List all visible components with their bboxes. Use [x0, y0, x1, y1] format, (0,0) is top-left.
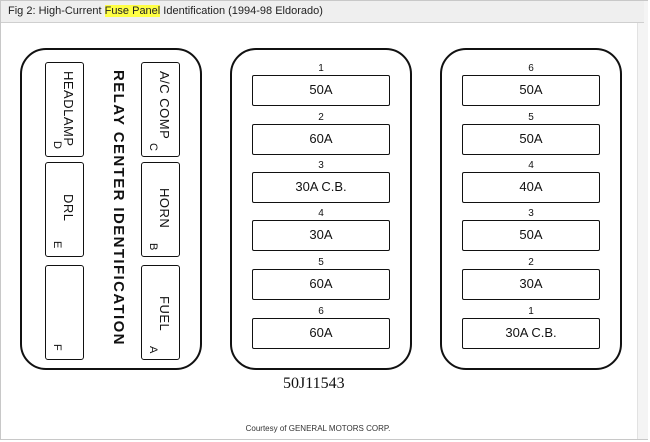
relay-horn: HORN B	[141, 162, 180, 257]
fuse-slot: 30A C.B.	[462, 318, 600, 349]
relay-fuel: FUEL A	[141, 265, 180, 360]
fuse-panel-left: 1 50A 2 60A 3 30A C.B. 4 30A 5 60A 6 60A	[230, 48, 412, 370]
fuse-number: 3	[528, 208, 534, 219]
fuse-slot: 50A	[462, 75, 600, 106]
part-number: 50J11543	[283, 375, 345, 392]
relay-name: HEADLAMP	[61, 71, 76, 147]
fuse-panel-right: 6 50A 5 50A 4 40A 3 50A 2 30A 1 30A C.B.	[440, 48, 622, 370]
title-suffix: Identification (1994-98 Eldorado)	[160, 5, 323, 17]
relay-letter: A	[147, 346, 159, 354]
relay-letter: D	[51, 141, 63, 149]
fuse-slot: 60A	[252, 269, 390, 300]
scrollbar[interactable]	[637, 1, 648, 439]
relay-center-label: RELAY CENTER IDENTIFICATION	[110, 70, 127, 346]
relay-drl: DRL E	[45, 162, 84, 257]
fuse-number: 3	[318, 160, 324, 171]
relay-ac-comp: A/C COMP C	[141, 62, 180, 157]
relay-name: DRL	[61, 194, 76, 222]
fuse-number: 6	[318, 306, 324, 317]
fuse-number: 6	[528, 63, 534, 74]
title-prefix: Fig 2: High-Current	[8, 5, 105, 17]
relay-name: HORN	[157, 188, 172, 229]
relay-letter: B	[147, 243, 159, 251]
relay-center-panel: HEADLAMP D DRL E F RELAY CENTER IDENTIFI…	[20, 48, 202, 370]
fuse-slot: 30A	[462, 269, 600, 300]
fuse-number: 1	[528, 306, 534, 317]
fuse-slot: 50A	[462, 124, 600, 155]
fuse-number: 4	[318, 208, 324, 219]
courtesy-credit: Courtesy of GENERAL MOTORS CORP.	[245, 424, 391, 433]
fuse-slot: 30A	[252, 220, 390, 251]
fuse-number: 4	[528, 160, 534, 171]
relay-name: A/C COMP	[157, 71, 172, 140]
relay-letter: E	[51, 241, 63, 249]
fuse-slot: 40A	[462, 172, 600, 203]
fuse-number: 2	[318, 112, 324, 123]
figure-title: Fig 2: High-Current Fuse Panel Identific…	[1, 1, 644, 23]
relay-f: F	[45, 265, 84, 360]
relay-name: FUEL	[157, 296, 172, 332]
fuse-number: 5	[528, 112, 534, 123]
fuse-number: 2	[528, 257, 534, 268]
fuse-slot: 50A	[462, 220, 600, 251]
fuse-slot: 60A	[252, 124, 390, 155]
fuse-slot: 30A C.B.	[252, 172, 390, 203]
fuse-slot: 60A	[252, 318, 390, 349]
fuse-slot: 50A	[252, 75, 390, 106]
relay-letter: F	[51, 344, 63, 351]
fuse-number: 5	[318, 257, 324, 268]
relay-headlamp: HEADLAMP D	[45, 62, 84, 157]
fuse-number: 1	[318, 63, 324, 74]
title-highlight: Fuse Panel	[104, 5, 161, 17]
relay-letter: C	[147, 143, 159, 151]
